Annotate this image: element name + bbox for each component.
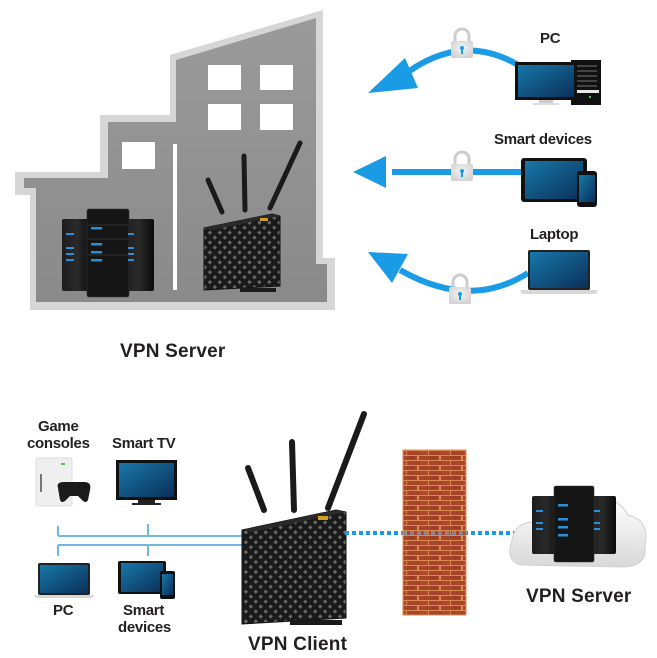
router-icon <box>241 411 367 625</box>
lan-lines <box>57 524 250 556</box>
label-smart-devices: Smart devices <box>494 131 592 148</box>
window <box>208 65 241 90</box>
server-rack-icon <box>62 208 154 298</box>
label-game-consoles-line2: consoles <box>27 435 90 452</box>
laptop-icon <box>520 250 598 294</box>
lock-icon <box>449 273 471 304</box>
tablet-phone-icon <box>118 561 175 599</box>
window <box>122 142 155 169</box>
window <box>208 104 241 130</box>
top-title-vpn-server: VPN Server <box>120 341 226 362</box>
window <box>260 65 293 90</box>
label-smart-devices-line1: Smart <box>123 602 165 619</box>
game-console-icon <box>35 457 91 507</box>
label-pc-bottom: PC <box>53 602 74 619</box>
label-game-consoles-line1: Game <box>38 418 79 435</box>
arrow-pc <box>368 47 522 93</box>
router-icon <box>203 140 303 292</box>
label-laptop: Laptop <box>530 226 579 243</box>
arrow-laptop <box>368 252 530 294</box>
lock-icon <box>451 150 473 181</box>
desktop-pc-icon <box>515 60 601 105</box>
label-smart-tv: Smart TV <box>112 435 176 452</box>
cloud-server-icon <box>509 485 647 568</box>
label-vpn-server-bottom: VPN Server <box>526 586 632 607</box>
lock-icon <box>451 27 473 58</box>
label-pc: PC <box>540 30 561 47</box>
label-smart-devices-line2: devices <box>118 619 171 636</box>
laptop-icon <box>34 563 94 598</box>
window <box>260 104 293 130</box>
label-vpn-client: VPN Client <box>248 634 348 655</box>
tv-icon <box>116 460 177 505</box>
arrow-smart-devices <box>353 156 522 188</box>
tablet-phone-icon <box>521 158 597 207</box>
